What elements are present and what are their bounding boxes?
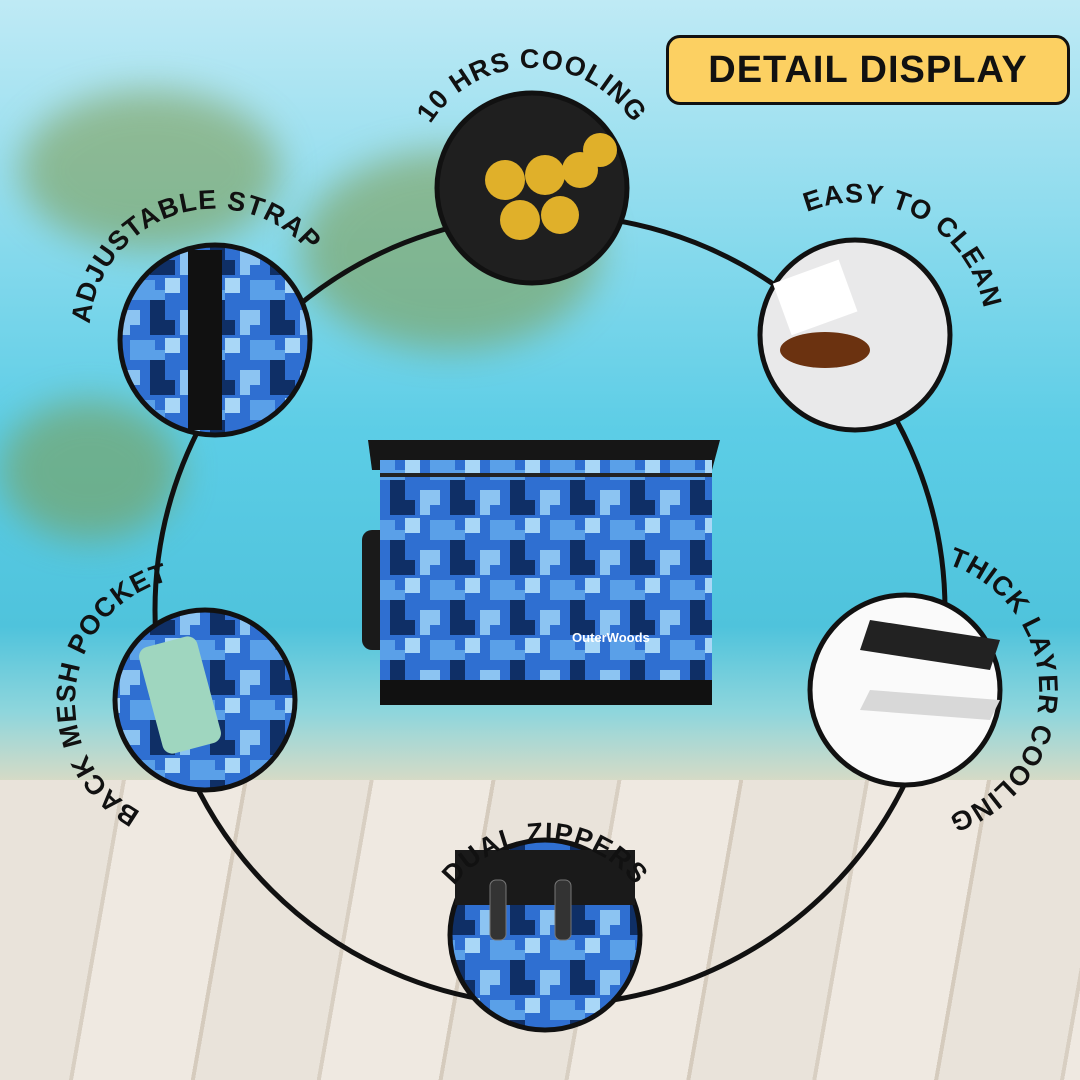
feature-photo-adjustable-strap (117, 242, 313, 438)
feature-photo-easy-to-clean (757, 237, 953, 433)
palm-tree-blur (0, 400, 180, 540)
feature-photo-10-hrs-cooling (434, 90, 630, 286)
cooler-bag-product (362, 440, 720, 705)
feature-photo-dual-zippers (447, 837, 643, 1033)
feature-photo-thick-layer-cooling (807, 592, 1003, 788)
feature-photo-back-mesh-pocket (112, 607, 298, 793)
palm-tree-blur (20, 90, 280, 250)
brand-logo-text: OuterWoods (572, 630, 650, 645)
detail-display-badge: DETAIL DISPLAY (666, 35, 1070, 105)
